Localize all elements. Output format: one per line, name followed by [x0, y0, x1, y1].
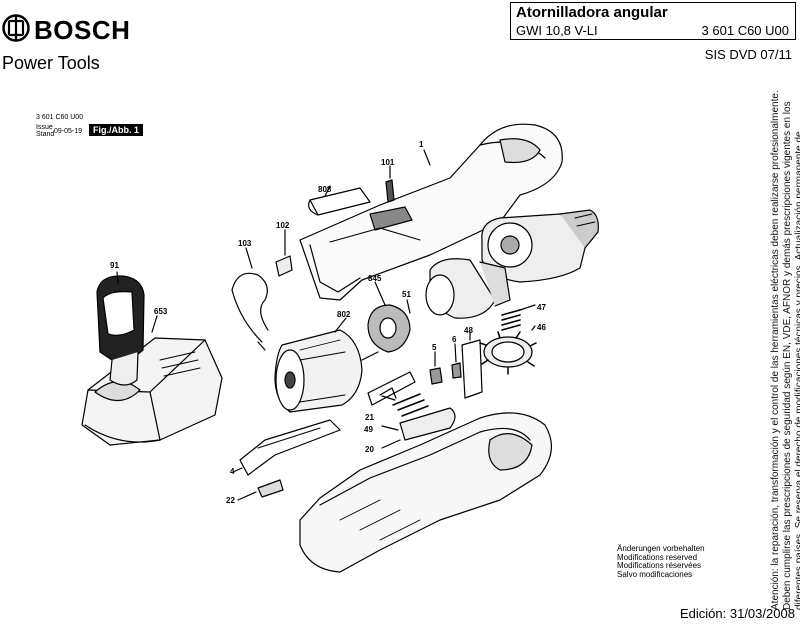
- exploded-view-drawing: 1 4 5 6 20 21 22 46 47 48 49 51 91 101 1…: [81, 123, 599, 573]
- callout-102: 102: [276, 221, 290, 230]
- part-number: 3 601 C60 U00: [701, 23, 789, 38]
- issue-stand-labels: Issue Stand: [36, 124, 54, 138]
- callout-22: 22: [226, 496, 235, 505]
- figure-tag: Fig./Abb. 1: [89, 124, 143, 136]
- callout-808: 808: [318, 185, 332, 194]
- changes-notice: Änderungen vorbehalten Modifications res…: [617, 544, 705, 579]
- callout-845: 845: [368, 274, 382, 283]
- lower-housing: [299, 412, 552, 573]
- callout-1: 1: [419, 140, 424, 149]
- callout-103: 103: [238, 239, 252, 248]
- callout-5: 5: [432, 343, 437, 352]
- callout-49: 49: [364, 425, 373, 434]
- drawing-id: 3 601 C60 U00: [36, 114, 84, 121]
- stand-label: Stand: [36, 131, 55, 138]
- issue-label: Issue: [36, 124, 53, 131]
- sis-reference: SIS DVD 07/11: [704, 47, 792, 62]
- product-model: GWI 10,8 V-LI: [516, 23, 598, 38]
- callout-4: 4: [230, 467, 235, 476]
- bosch-armature-logo-icon: [2, 14, 30, 42]
- upper-housing: [299, 123, 563, 301]
- callout-21: 21: [365, 413, 374, 422]
- callout-47: 47: [537, 303, 546, 312]
- drawing-date: 09-05-19: [54, 128, 83, 135]
- brand-name: BOSCH: [34, 15, 131, 45]
- callout-46: 46: [537, 323, 546, 332]
- charger-unit: [81, 337, 223, 446]
- battery-pack: [96, 275, 145, 386]
- callout-653: 653: [154, 307, 168, 316]
- changes-notice-de: Änderungen vorbehalten: [617, 544, 705, 553]
- changes-notice-en: Modifications reserved: [617, 552, 698, 562]
- callout-101: 101: [381, 158, 395, 167]
- edition-date: Edición: 31/03/2008: [680, 606, 795, 621]
- callout-48: 48: [464, 326, 473, 335]
- gear-head-assembly: [425, 209, 599, 319]
- changes-notice-es: Salvo modificaciones: [617, 569, 693, 579]
- legal-note-vertical: Atención: la reparación, transformación …: [770, 90, 800, 610]
- motor: [274, 329, 379, 413]
- callout-91: 91: [110, 261, 119, 270]
- product-name: Atornilladora angular: [516, 4, 668, 21]
- bevel-gear: [479, 331, 537, 375]
- callout-51: 51: [402, 290, 411, 299]
- callout-6: 6: [452, 335, 457, 344]
- brand-subtitle: Power Tools: [2, 53, 100, 73]
- changes-notice-fr: Modifications réservées: [617, 561, 702, 570]
- callout-20: 20: [365, 445, 374, 454]
- title-block: Atornilladora angular GWI 10,8 V-LI 3 60…: [510, 2, 796, 40]
- callout-802: 802: [337, 310, 351, 319]
